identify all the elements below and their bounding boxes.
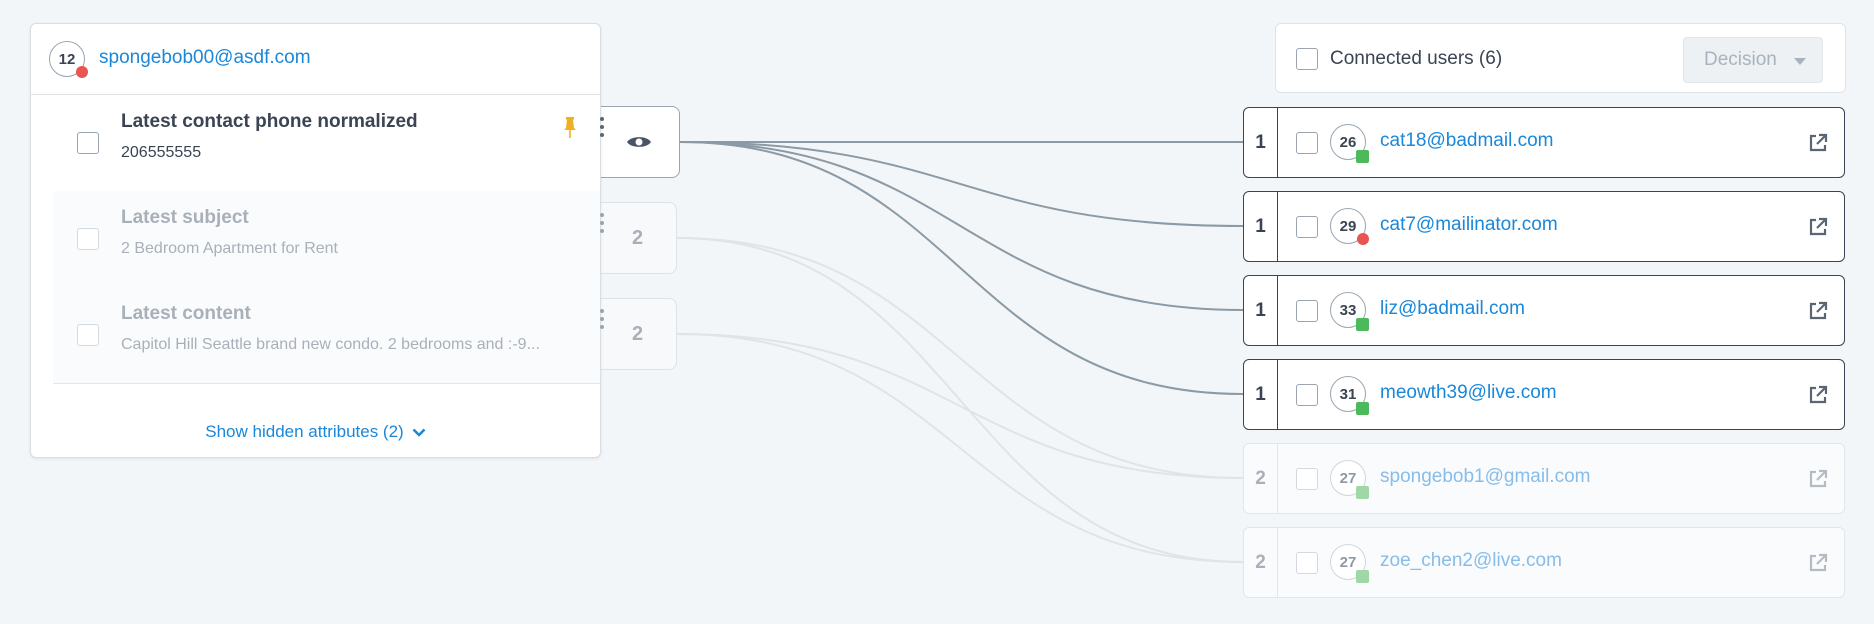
connected-user-row: 1 29 cat7@mailinator.com — [1243, 191, 1845, 262]
visibility-toggle-tab[interactable] — [598, 106, 680, 178]
score-badge: 27 — [1330, 460, 1369, 499]
decision-dropdown[interactable]: Decision — [1683, 37, 1823, 83]
score-value: 27 — [1339, 469, 1357, 487]
link-count: 1 — [1244, 360, 1278, 429]
user-email-link[interactable]: cat7@mailinator.com — [1380, 214, 1558, 235]
attribute-checkbox[interactable] — [77, 324, 99, 346]
source-user-email[interactable]: spongebob00@asdf.com — [99, 47, 311, 68]
user-checkbox[interactable] — [1296, 216, 1318, 238]
user-checkbox[interactable] — [1296, 468, 1318, 490]
attribute-title: Latest content — [121, 303, 251, 324]
status-dot — [1357, 233, 1369, 245]
user-email-link[interactable]: meowth39@live.com — [1380, 382, 1557, 403]
link-line — [676, 237, 1244, 563]
connected-user-row: 1 26 cat18@badmail.com — [1243, 107, 1845, 178]
user-email-link[interactable]: liz@badmail.com — [1380, 298, 1525, 319]
user-email-link[interactable]: cat18@badmail.com — [1380, 130, 1554, 151]
caret-down-icon — [1794, 58, 1806, 65]
score-badge: 33 — [1330, 292, 1369, 331]
link-line — [679, 141, 1244, 311]
score-badge: 26 — [1330, 124, 1369, 163]
external-link-icon[interactable] — [1808, 217, 1828, 237]
attribute-row: Latest content Capitol Hill Seattle bran… — [53, 287, 604, 384]
source-user-card: 12 spongebob00@asdf.com Latest contact p… — [30, 23, 604, 458]
user-checkbox[interactable] — [1296, 132, 1318, 154]
kebab-menu-icon[interactable] — [599, 117, 605, 139]
external-link-icon[interactable] — [1808, 133, 1828, 153]
score-badge: 27 — [1330, 544, 1369, 583]
link-count: 1 — [1244, 192, 1278, 261]
eye-icon — [627, 137, 651, 147]
link-line — [676, 237, 1244, 479]
link-line — [676, 333, 1244, 479]
user-email-link[interactable]: spongebob1@gmail.com — [1380, 466, 1591, 487]
status-square — [1356, 486, 1369, 499]
connected-user-row: 1 33 liz@badmail.com — [1243, 275, 1845, 346]
score-value: 26 — [1339, 133, 1357, 151]
kebab-menu-icon[interactable] — [599, 213, 605, 235]
pin-icon[interactable] — [563, 117, 577, 139]
status-dot — [76, 66, 88, 78]
score-badge: 31 — [1330, 376, 1369, 415]
attribute-row: Latest subject 2 Bedroom Apartment for R… — [53, 191, 604, 288]
external-link-icon[interactable] — [1808, 553, 1828, 573]
attribute-checkbox[interactable] — [77, 132, 99, 154]
user-checkbox[interactable] — [1296, 384, 1318, 406]
score-value: 27 — [1339, 553, 1357, 571]
link-count: 1 — [1244, 108, 1278, 177]
status-square — [1356, 318, 1369, 331]
decision-label: Decision — [1704, 49, 1777, 70]
attribute-value: Capitol Hill Seattle brand new condo. 2 … — [121, 336, 540, 353]
select-all-checkbox[interactable] — [1296, 48, 1318, 70]
link-count: 2 — [631, 322, 644, 345]
source-user-header: 12 spongebob00@asdf.com — [31, 24, 600, 95]
link-count-tab[interactable]: 2 — [598, 202, 677, 274]
status-square — [1356, 150, 1369, 163]
attribute-value: 206555555 — [121, 144, 202, 161]
link-count: 2 — [1244, 528, 1278, 597]
attribute-row: Latest contact phone normalized 20655555… — [53, 95, 604, 192]
connected-users-header: Connected users (6) Decision — [1275, 23, 1846, 93]
link-line — [676, 333, 1244, 563]
status-square — [1356, 570, 1369, 583]
external-link-icon[interactable] — [1808, 301, 1828, 321]
connected-users-label: Connected users (6) — [1330, 48, 1503, 69]
status-square — [1356, 402, 1369, 415]
attribute-title: Latest subject — [121, 207, 249, 228]
chevron-down-icon — [412, 428, 426, 437]
connected-user-row: 2 27 zoe_chen2@live.com — [1243, 527, 1845, 598]
score-badge: 29 — [1330, 208, 1369, 245]
link-count: 1 — [1244, 276, 1278, 345]
user-checkbox[interactable] — [1296, 552, 1318, 574]
user-email-link[interactable]: zoe_chen2@live.com — [1380, 550, 1562, 571]
user-checkbox[interactable] — [1296, 300, 1318, 322]
attribute-title: Latest contact phone normalized — [121, 111, 418, 132]
show-hidden-label: Show hidden attributes (2) — [205, 422, 404, 441]
attribute-checkbox[interactable] — [77, 228, 99, 250]
link-count-tab[interactable]: 2 — [598, 298, 677, 370]
show-hidden-attributes-button[interactable]: Show hidden attributes (2) — [31, 407, 600, 457]
external-link-icon[interactable] — [1808, 385, 1828, 405]
link-line — [679, 141, 1244, 227]
link-line — [679, 141, 1244, 395]
link-count: 2 — [1244, 444, 1278, 513]
attribute-value: 2 Bedroom Apartment for Rent — [121, 240, 338, 257]
score-value: 33 — [1339, 301, 1357, 319]
score-value: 12 — [58, 50, 76, 68]
external-link-icon[interactable] — [1808, 469, 1828, 489]
score-value: 29 — [1339, 217, 1357, 235]
score-badge: 12 — [49, 41, 88, 78]
kebab-menu-icon[interactable] — [599, 309, 605, 331]
connected-user-row: 1 31 meowth39@live.com — [1243, 359, 1845, 430]
link-count: 2 — [631, 226, 644, 249]
connected-user-row: 2 27 spongebob1@gmail.com — [1243, 443, 1845, 514]
score-value: 31 — [1339, 385, 1357, 403]
